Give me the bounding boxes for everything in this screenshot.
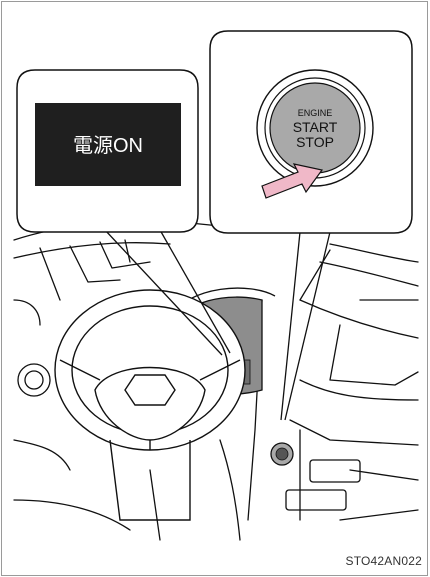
dash-start-button [271, 443, 293, 465]
display-text: 電源ON [73, 134, 143, 157]
button-label-engine: ENGINE [298, 108, 333, 118]
callout-display: 電源ON [17, 70, 198, 232]
button-label-start: START [293, 119, 338, 135]
callout-button: ENGINE START STOP [210, 31, 412, 233]
steering-wheel [55, 290, 245, 520]
button-label-stop: STOP [296, 134, 334, 150]
figure-code: STO42AN022 [346, 554, 423, 568]
